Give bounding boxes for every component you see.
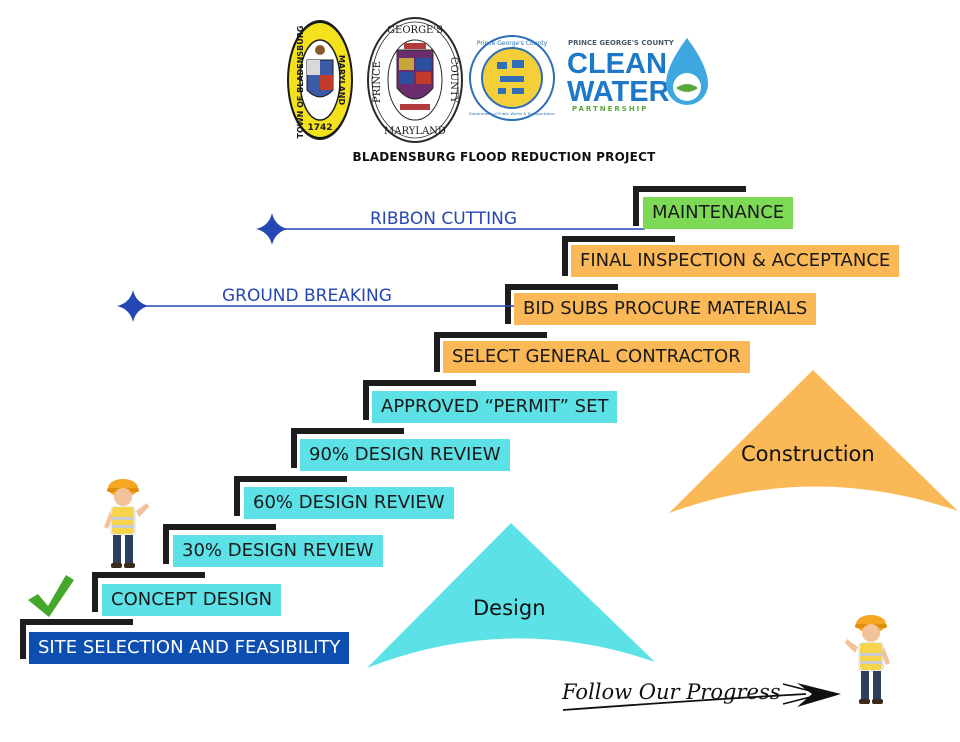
phase-label-construction: Construction [741,442,875,466]
step-30-design-review: 30% DESIGN REVIEW [173,535,383,567]
step-maintenance: MAINTENANCE [643,197,794,229]
town-of-bladensburg-seal: 1742 TOWN OF BLADENSBURG MARYLAND [287,20,353,140]
construction-phase-triangle [669,370,958,513]
step-select-contractor: SELECT GENERAL CONTRACTOR [443,341,750,373]
clean-water-partnership-logo: PRINCE GEORGE'S COUNTY CLEAN WATER PARTN… [567,38,708,113]
svg-text:GEORGE'S: GEORGE'S [387,25,443,36]
svg-text:CLEAN: CLEAN [567,48,667,80]
svg-text:WATER: WATER [567,76,670,108]
stair-brackets [20,186,746,659]
arrow-right-icon [562,683,841,711]
sparkle-star-icon [256,213,288,245]
step-final-inspection: FINAL INSPECTION & ACCEPTANCE [571,245,900,277]
step-site-selection: SITE SELECTION AND FEASIBILITY [29,632,350,664]
prince-georges-county-seal: GEORGE'S PRINCE COUNTY MARYLAND [367,17,463,143]
svg-text:MARYLAND: MARYLAND [337,55,346,106]
phase-label-design: Design [473,596,546,620]
construction-worker-icon [845,615,890,704]
svg-text:PRINCE: PRINCE [372,61,383,103]
milestone-ribbon-cutting: RIBBON CUTTING [370,209,518,229]
sparkle-star-icon [117,290,149,322]
step-90-design-review: 90% DESIGN REVIEW [300,439,510,471]
svg-text:1742: 1742 [307,123,332,133]
svg-text:MARYLAND: MARYLAND [384,126,446,137]
svg-text:COUNTY: COUNTY [448,57,459,104]
svg-text:Department of Public Works & T: Department of Public Works & Transportat… [469,111,555,116]
svg-text:Prince George's County: Prince George's County [477,40,548,47]
step-approved-permit-set: APPROVED “PERMIT” SET [372,391,618,423]
design-phase-triangle [367,523,655,668]
follow-our-progress-text: Follow Our Progress [562,680,781,704]
step-bid-subs: BID SUBS PROCURE MATERIALS [514,293,817,325]
svg-text:PARTNERSHIP: PARTNERSHIP [572,105,648,113]
svg-text:PRINCE GEORGE'S COUNTY: PRINCE GEORGE'S COUNTY [568,39,675,47]
svg-text:TOWN OF BLADENSBURG: TOWN OF BLADENSBURG [296,26,305,139]
dpwt-seal: Prince George's County Department of Pub… [469,35,556,121]
step-60-design-review: 60% DESIGN REVIEW [244,487,454,519]
milestone-ground-breaking: GROUND BREAKING [222,286,392,306]
construction-worker-icon [104,479,149,568]
step-concept-design: CONCEPT DESIGN [102,584,282,616]
checkmark-icon [28,575,74,617]
project-title: BLADENSBURG FLOOD REDUCTION PROJECT [352,150,656,164]
